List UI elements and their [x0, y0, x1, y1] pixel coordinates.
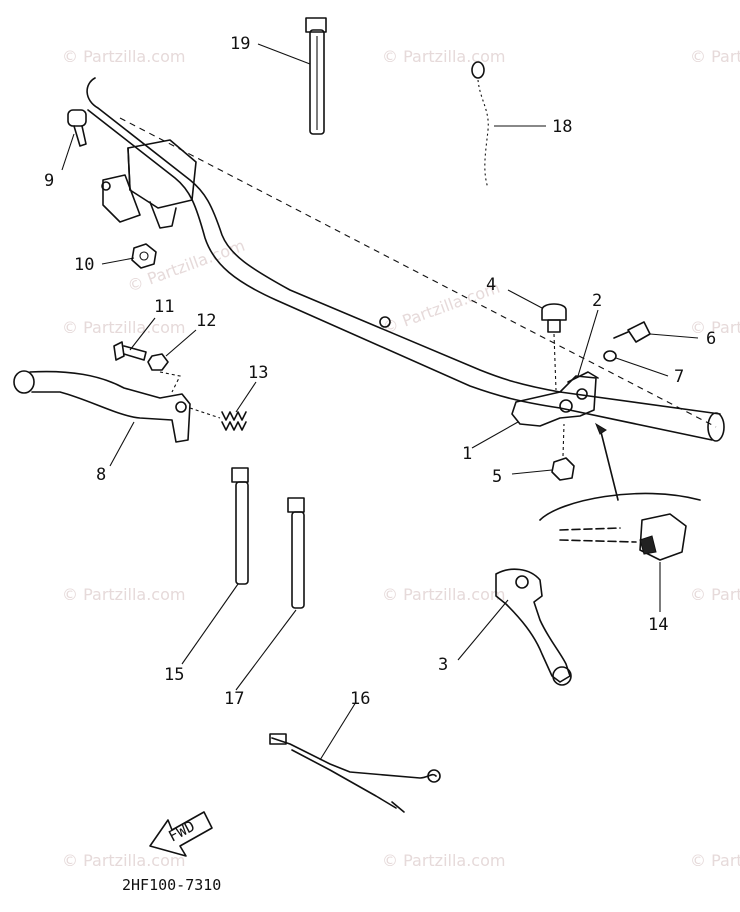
- part-14-switch: [559, 513, 687, 561]
- watermark: © Partzilla.com: [382, 47, 505, 66]
- part-9-bolt: [67, 109, 87, 147]
- part-7-washer: [603, 350, 617, 362]
- part-1-lever-bracket: [511, 371, 599, 427]
- callout-3: 3: [438, 655, 448, 675]
- fwd-arrow: FWD: [149, 811, 213, 857]
- part-4-bolt: [541, 303, 567, 391]
- leader-lines: [61, 43, 699, 761]
- callout-8: 8: [96, 465, 106, 485]
- watermark: © Partzilla.com: [690, 318, 740, 337]
- part-11-bolt: [113, 341, 147, 361]
- callout-12: 12: [196, 311, 216, 331]
- callout-2: 2: [592, 291, 602, 311]
- part-19-cable-band: [305, 17, 327, 135]
- part-17-cable-band: [287, 497, 305, 609]
- callout-10: 10: [74, 255, 94, 275]
- part-16-wire-lead: [269, 733, 441, 813]
- callout-5: 5: [492, 467, 502, 487]
- watermark: © Partzilla.com: [62, 318, 185, 337]
- watermark: © Partzilla.com: [382, 585, 505, 604]
- watermark: © Partzilla.com: [690, 851, 740, 870]
- part-5-nut: [551, 423, 575, 481]
- callout-4: 4: [486, 275, 496, 295]
- part-15-cable-band: [231, 467, 249, 585]
- callout-labels: 1 2 3 4 5 6 7 8 9 10 11 12 13 14 15 16 1…: [44, 34, 716, 709]
- callout-16: 16: [350, 689, 370, 709]
- watermark: © Partzilla.com: [690, 47, 740, 66]
- part-12-nut: [147, 353, 169, 371]
- watermark: © Partzilla.com: [62, 851, 185, 870]
- callout-6: 6: [706, 329, 716, 349]
- watermark: © Partzilla.com: [690, 585, 740, 604]
- callout-19: 19: [230, 34, 250, 54]
- callout-17: 17: [224, 689, 244, 709]
- watermark: © Partzilla.com: [382, 851, 505, 870]
- watermark: © Partzilla.com: [380, 278, 503, 338]
- callout-7: 7: [674, 367, 684, 387]
- watermark: © Partzilla.com: [62, 47, 185, 66]
- detail-inset: [539, 422, 701, 521]
- part-18-chain: [471, 61, 489, 189]
- callout-11: 11: [154, 297, 174, 317]
- watermark-layer: © Partzilla.com © Partzilla.com © Partzi…: [62, 47, 740, 870]
- diagram-code: 2HF100-7310: [122, 876, 221, 894]
- part-13-spring: [189, 407, 247, 431]
- callout-1: 1: [462, 444, 472, 464]
- callout-9: 9: [44, 171, 54, 191]
- part-8-lever: [13, 370, 191, 443]
- fwd-label: FWD: [165, 817, 197, 846]
- part-6-screw: [613, 321, 651, 343]
- part-10-nut: [131, 243, 157, 269]
- callout-15: 15: [164, 665, 184, 685]
- watermark: © Partzilla.com: [62, 585, 185, 604]
- part-3-lever: [495, 568, 572, 686]
- master-cylinder: [101, 139, 197, 229]
- callout-18: 18: [552, 117, 572, 137]
- callout-14: 14: [648, 615, 668, 635]
- callout-13: 13: [248, 363, 268, 383]
